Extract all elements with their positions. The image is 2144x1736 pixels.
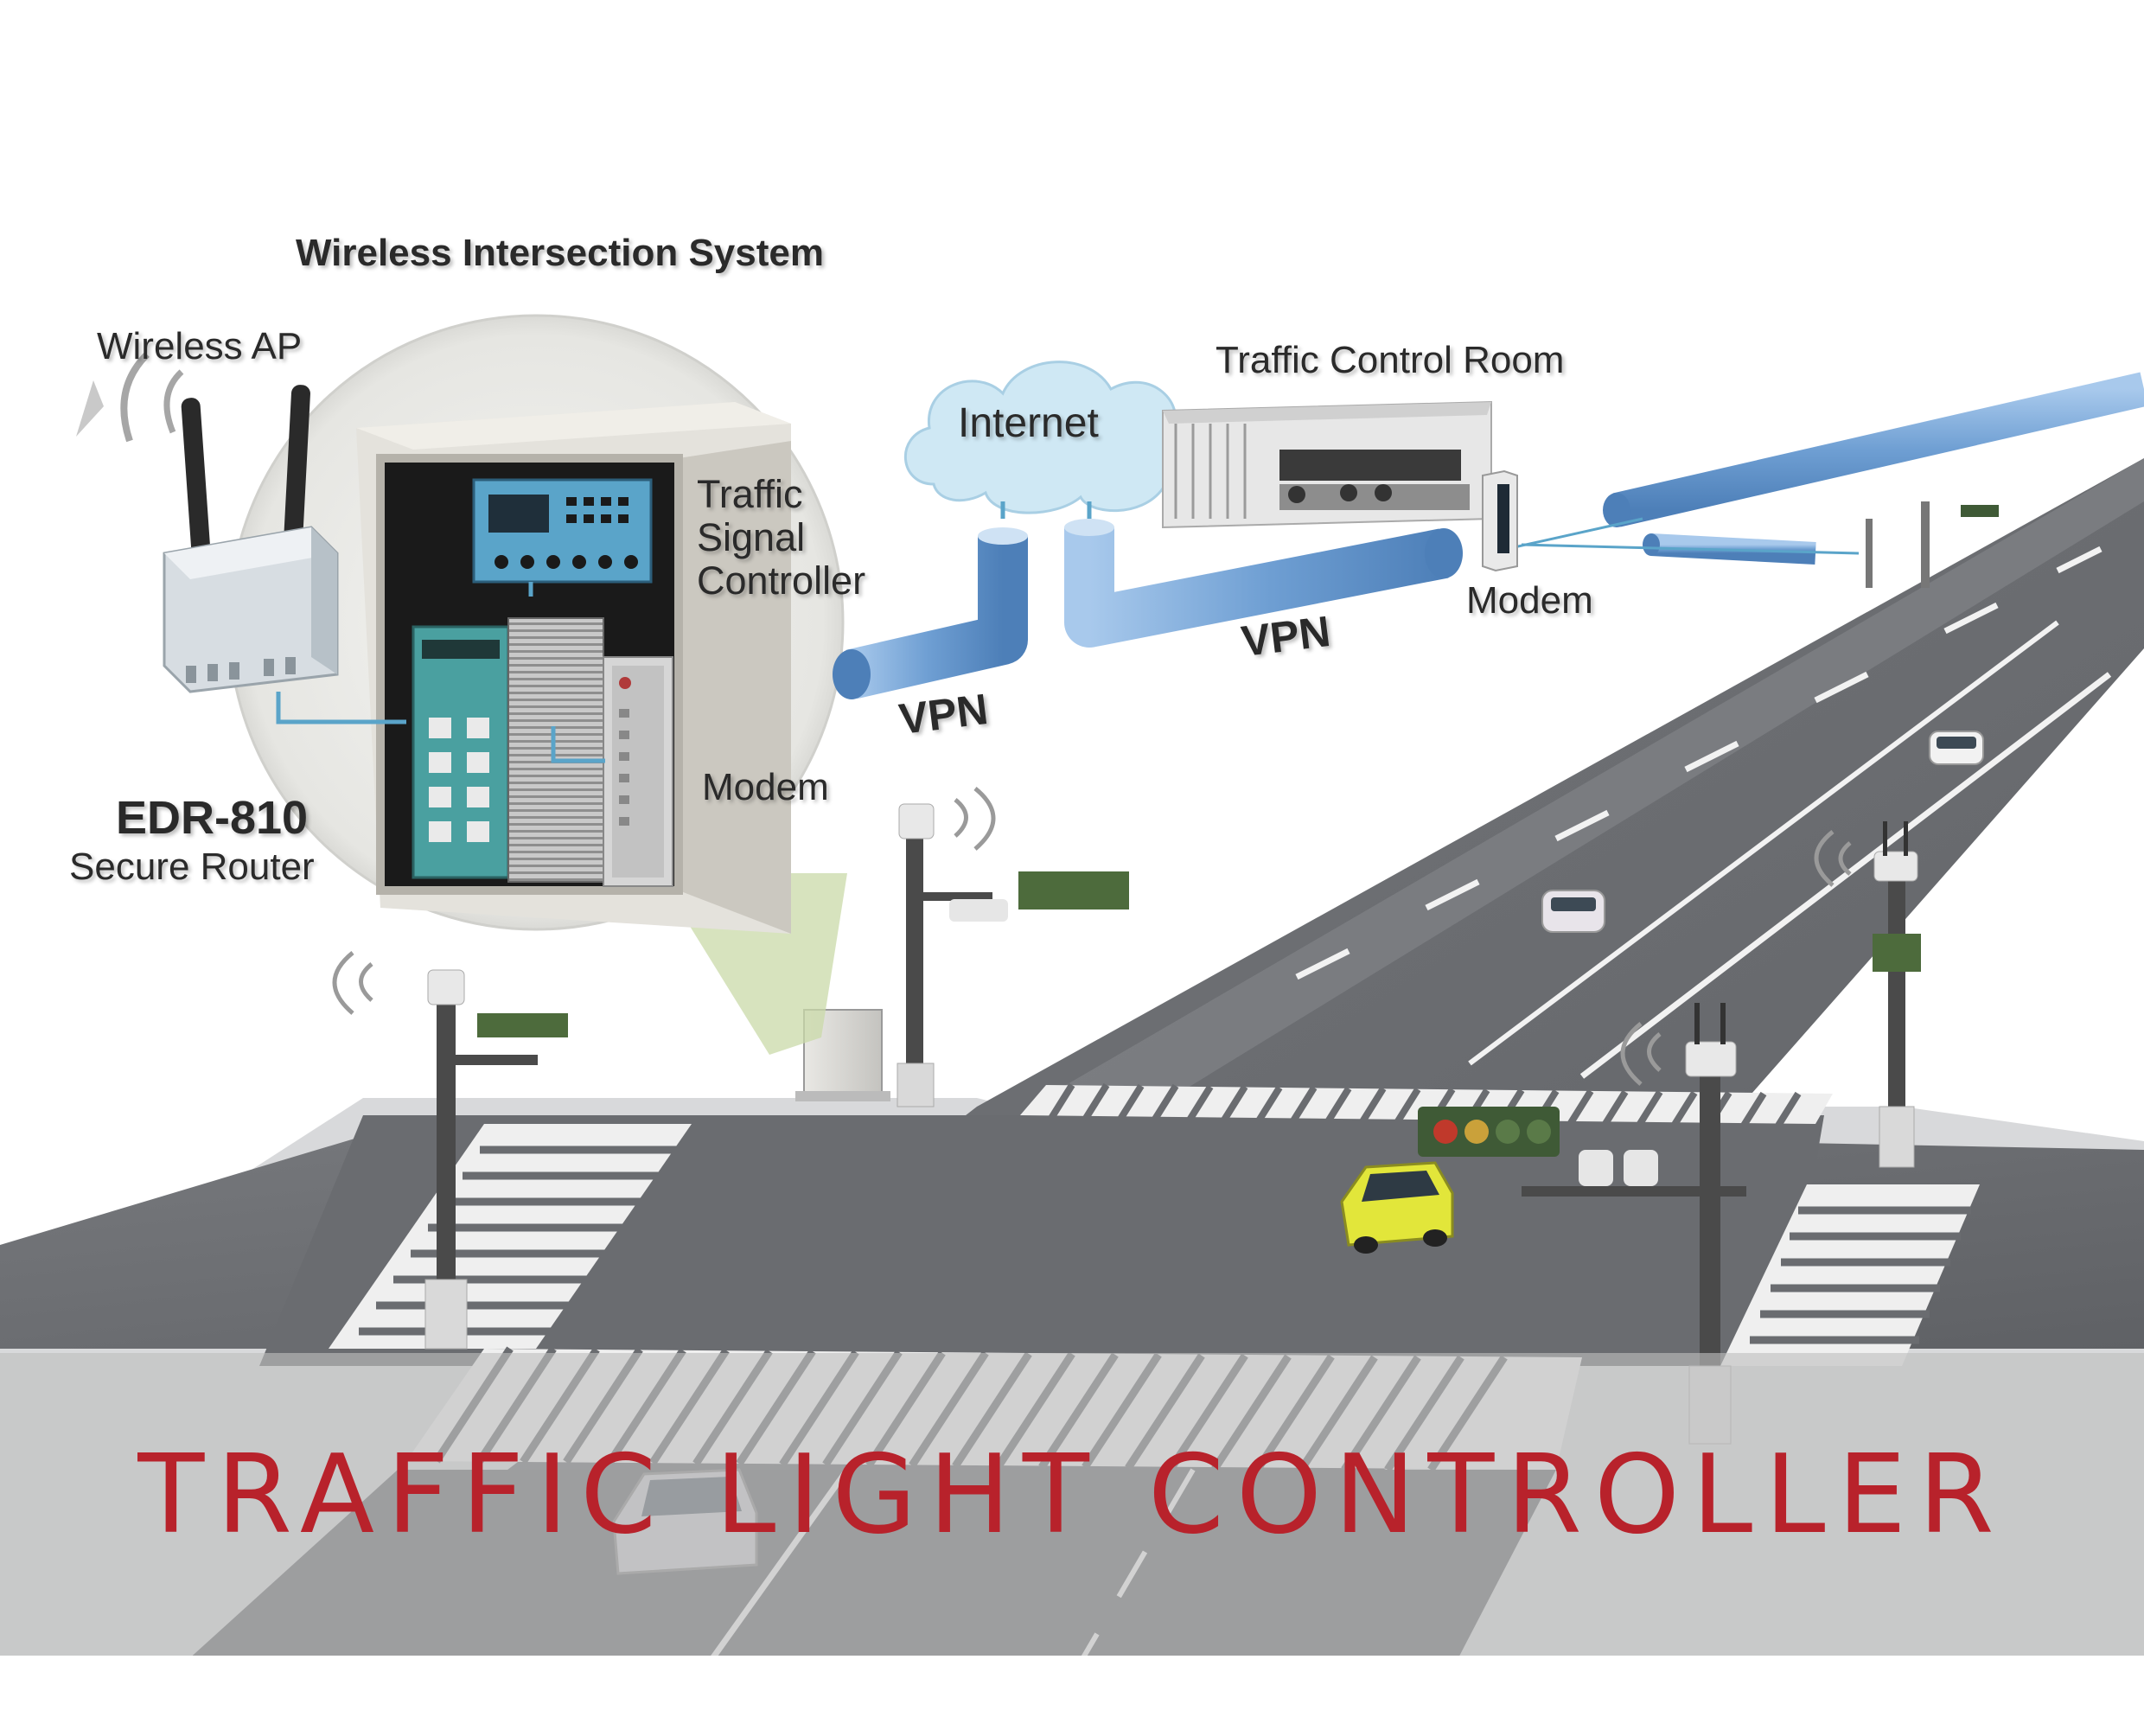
vpn-middle-label: VPN: [1238, 606, 1333, 667]
traffic-signal-controller-label-line2: Signal: [697, 515, 806, 559]
car-mid-white: [1541, 890, 1605, 933]
control-room: [1162, 400, 1492, 529]
router-desc-label: Secure Router: [69, 846, 315, 888]
far-road: [1029, 458, 2144, 1111]
crosswalk-right: [1720, 1184, 1980, 1366]
system-title: Wireless Intersection System: [296, 232, 824, 274]
bottom-strip: [0, 1656, 2144, 1736]
lane-markings: [1295, 546, 2112, 1079]
internet-label: Internet: [958, 400, 1099, 446]
vpn-left-label: VPN: [896, 684, 991, 744]
cabinet-modem-label: Modem: [702, 766, 829, 808]
crosswalk-top: [1020, 1085, 1833, 1124]
magnifier-lens: [227, 314, 845, 934]
pole-center: [897, 787, 1129, 1107]
vpn-pipe-left: [833, 493, 1028, 699]
traffic-signal-controller-label-line3: Controller: [697, 558, 866, 603]
car-yellow-taxi: [1340, 1161, 1454, 1254]
banner-title: TRAFFIC LIGHT CONTROLLER: [137, 1431, 2007, 1558]
wireless-ap-device: [76, 352, 339, 693]
traffic-signal-controller-label-line1: Traffic: [697, 472, 803, 516]
wireless-ap-label: Wireless AP: [97, 325, 303, 367]
control-room-label: Traffic Control Room: [1216, 339, 1565, 381]
title-banner: [0, 1353, 2144, 1656]
room-modem-device: [1482, 469, 1518, 572]
room-modem-label: Modem: [1466, 579, 1593, 622]
pole-far: [1866, 501, 1999, 588]
pole-right-back: [1814, 821, 1921, 1168]
ap-router-link: [276, 692, 406, 724]
car-far-white: [1929, 731, 1984, 765]
vpn-pipe-middle: [1064, 493, 1463, 648]
pole-left: [332, 951, 568, 1350]
street-cabinet: [795, 1009, 890, 1101]
router-model-label: EDR-810: [116, 792, 309, 844]
